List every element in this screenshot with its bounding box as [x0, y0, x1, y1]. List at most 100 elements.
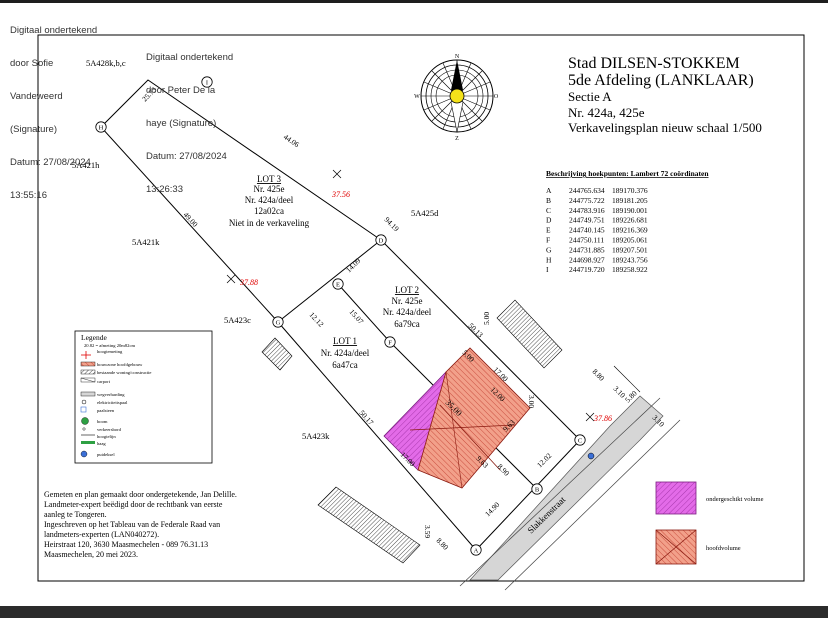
svg-text:A: A — [474, 547, 479, 554]
svg-text:verkeersbord: verkeersbord — [97, 427, 122, 432]
coord-y: 189258.922 — [612, 265, 648, 274]
svg-text:Nr. 424a/deel: Nr. 424a/deel — [383, 307, 432, 317]
coord-id: I — [546, 265, 549, 274]
point-h: H — [95, 121, 107, 133]
parcel-5a428: 5A428k,b,c — [86, 58, 126, 68]
height-37-88: 37.88 — [239, 278, 258, 287]
point-g: G — [272, 316, 284, 328]
svg-text:94.19: 94.19 — [383, 215, 401, 233]
svg-text:12.02: 12.02 — [535, 451, 553, 469]
coord-x: 244719.720 — [569, 265, 605, 274]
boundary-h-i-d — [100, 79, 382, 241]
coord-y: 189243.756 — [612, 255, 648, 264]
coord-x: 244749.751 — [569, 216, 605, 225]
viewer-top-bar — [0, 0, 828, 3]
height-37-86: 37.86 — [593, 414, 612, 423]
svg-text:LOT 1: LOT 1 — [333, 336, 357, 346]
compass-s: Z — [455, 136, 459, 142]
svg-text:15.07: 15.07 — [348, 307, 366, 326]
svg-text:Nr. 424a/deel: Nr. 424a/deel — [321, 348, 370, 358]
neighbour-building-1 — [496, 299, 563, 369]
boundary-h-g — [100, 126, 279, 323]
title-line-5: Verkavelingsplan nieuw schaal 1/500 — [568, 120, 762, 135]
svg-text:Legende: Legende — [81, 333, 107, 342]
svg-text:49.00: 49.00 — [182, 210, 200, 229]
svg-text:boom: boom — [97, 419, 108, 424]
svg-text:LOT 3: LOT 3 — [257, 174, 282, 184]
plan-drawing: N Z O W Stad DILSEN-STOKKEM 5de Afdeling… — [37, 34, 805, 591]
point-i: I — [201, 76, 213, 88]
coord-id: C — [546, 206, 551, 215]
coord-x: 244740.145 — [569, 226, 605, 235]
parcel-5a421k: 5A421k — [132, 237, 160, 247]
svg-text:14.90: 14.90 — [483, 500, 501, 518]
svg-text:hoogtelijn: hoogtelijn — [97, 434, 116, 439]
volume-key: ondergeschikt volume hoofdvolume — [655, 481, 764, 565]
compass-rose — [420, 59, 494, 133]
svg-text:Gemeten en plan gemaakt door o: Gemeten en plan gemaakt door ondergeteke… — [44, 490, 237, 499]
lot-2-label: LOT 2 Nr. 425e Nr. 424a/deel 6a79ca — [383, 285, 432, 329]
coord-id: D — [546, 216, 552, 225]
coord-id: F — [546, 236, 550, 245]
compass-n: N — [455, 54, 460, 60]
boundary-a-c — [475, 439, 581, 551]
parcel-5a423c: 5A423c — [224, 315, 251, 325]
signature-sofie-vandeweerd: Digitaal ondertekend door Sofie Vandewee… — [10, 25, 98, 201]
coord-id: B — [546, 196, 551, 205]
svg-text:Nr. 425e: Nr. 425e — [254, 184, 285, 194]
svg-text:D: D — [379, 237, 384, 244]
svg-text:Landmeter-expert beëdigd door: Landmeter-expert beëdigd door de rechtba… — [44, 500, 223, 509]
title-line-3: Sectie A — [568, 89, 612, 104]
surveyor-note: Gemeten en plan gemaakt door ondergeteke… — [44, 490, 237, 559]
coord-y: 189170.376 — [612, 186, 648, 195]
coord-x: 244783.916 — [569, 206, 605, 215]
svg-text:12.12: 12.12 — [308, 310, 326, 329]
svg-text:putdeksel: putdeksel — [97, 452, 115, 457]
boundary-d-c — [380, 239, 581, 441]
coord-id: A — [546, 186, 552, 195]
key-ondergeschikt: ondergeschikt volume — [706, 496, 764, 503]
coord-id: E — [546, 226, 551, 235]
coord-id: G — [546, 245, 552, 254]
boundary-e-f — [337, 283, 391, 343]
svg-text:20.82 = afmeting 20m82cm: 20.82 = afmeting 20m82cm — [84, 343, 135, 348]
legend: Legende 20.82 = afmeting 20m82cm hoogtem… — [74, 330, 213, 464]
road-surface — [469, 395, 664, 581]
svg-text:5.00: 5.00 — [482, 312, 491, 325]
road-edge-2 — [504, 419, 681, 591]
coord-x: 244750.111 — [569, 236, 604, 245]
svg-text:Niet in de verkaveling: Niet in de verkaveling — [229, 218, 310, 228]
svg-text:G: G — [276, 319, 281, 326]
svg-text:6a79ca: 6a79ca — [394, 319, 419, 329]
svg-text:8.90: 8.90 — [496, 462, 512, 478]
svg-text:14.09: 14.09 — [344, 256, 362, 274]
lot-3-label: LOT 3 Nr. 425e Nr. 424a/deel 12a02ca Nie… — [229, 174, 310, 228]
title-line-2: 5de Afdeling (LANKLAAR) — [568, 72, 754, 89]
coord-y: 189181.205 — [612, 196, 648, 205]
svg-text:hoogtemeting: hoogtemeting — [97, 349, 123, 354]
svg-text:Nr. 424a/deel: Nr. 424a/deel — [245, 195, 294, 205]
compass-w: W — [414, 94, 420, 100]
hedge-line — [613, 365, 641, 393]
point-a: A — [470, 544, 482, 556]
parcel-5a423k: 5A423k — [302, 431, 330, 441]
svg-text:C: C — [578, 437, 582, 444]
point-e: E — [332, 278, 344, 290]
coord-y: 189207.501 — [612, 245, 648, 254]
svg-text:haag: haag — [97, 441, 106, 446]
title-line-1: Stad DILSEN-STOKKEM — [568, 55, 740, 72]
title-line-4: Nr. 424a, 425e — [568, 105, 645, 120]
svg-text:E: E — [336, 281, 340, 288]
coordinate-table: Beschrijving hoekpunten: Lambert 72 coör… — [546, 169, 709, 274]
coord-x: 244775.722 — [569, 196, 605, 205]
coord-y: 189205.061 — [612, 236, 648, 245]
svg-text:bestaande woning/constructie: bestaande woning/constructie — [97, 370, 151, 375]
coord-x: 244698.927 — [569, 255, 605, 264]
svg-text:Maasmechelen, 20 mei 2023.: Maasmechelen, 20 mei 2023. — [44, 550, 138, 559]
point-c: C — [574, 434, 586, 446]
svg-text:aanleg te Tongeren.: aanleg te Tongeren. — [44, 510, 107, 519]
parcel-5a421h: 5A421h — [72, 160, 100, 170]
svg-text:paalsteen: paalsteen — [97, 408, 115, 413]
svg-text:12a02ca: 12a02ca — [254, 206, 284, 216]
viewer-bottom-bar — [0, 606, 828, 618]
